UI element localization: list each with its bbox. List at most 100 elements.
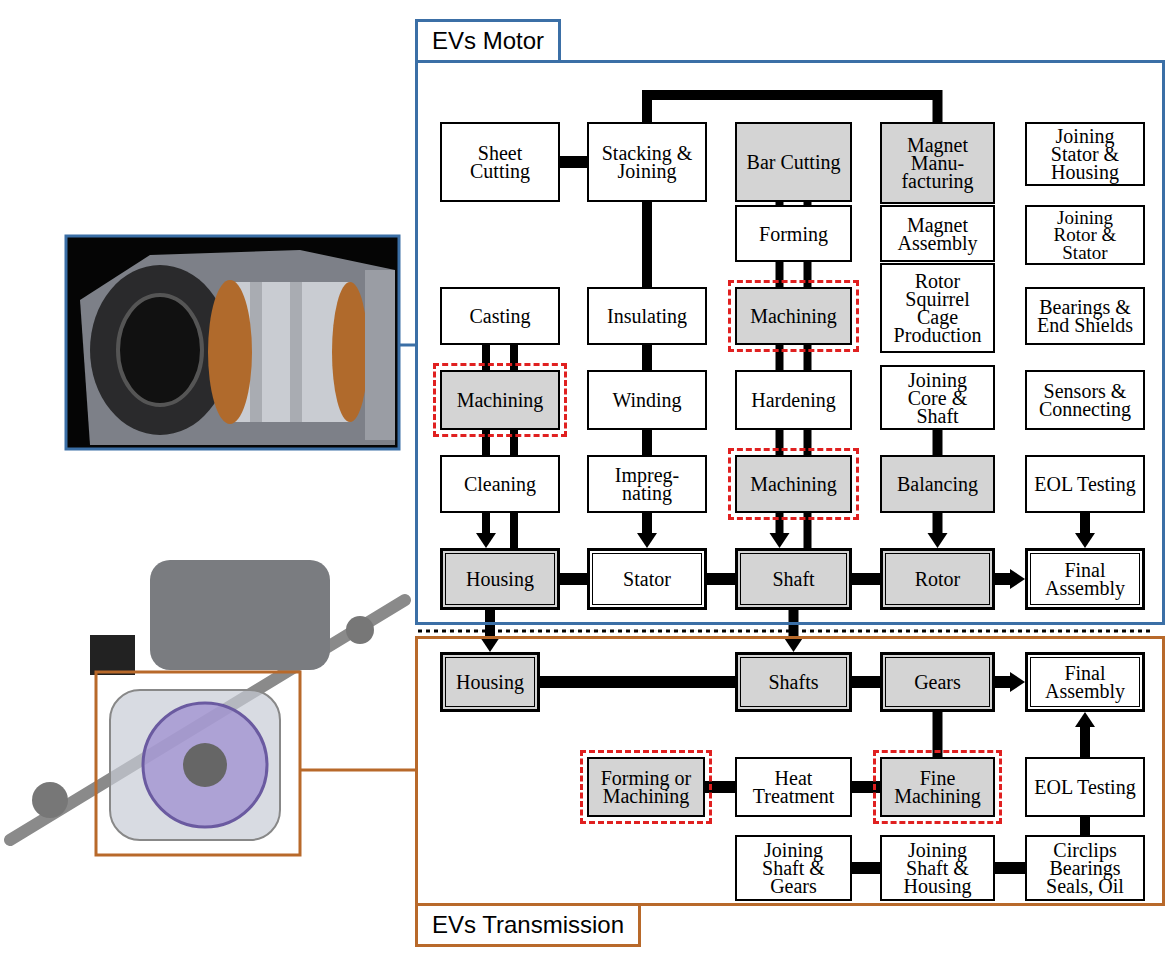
joint xyxy=(32,782,68,818)
process-box: Joining Shaft & Housing xyxy=(880,835,995,901)
process-box: Machining xyxy=(735,287,852,345)
divider-line xyxy=(418,630,1150,633)
connector xyxy=(784,610,804,652)
connector xyxy=(486,345,514,370)
connector-line xyxy=(510,430,518,455)
connector-line xyxy=(852,676,880,688)
process-box: Final Assembly xyxy=(1025,652,1145,712)
transmission-picture xyxy=(10,560,405,855)
connector xyxy=(852,682,880,683)
connector xyxy=(937,430,938,455)
region-title: EVs Motor xyxy=(432,28,544,54)
region-frame: EVs TransmissionHousingShaftsGearsFinal … xyxy=(415,636,1165,906)
connector xyxy=(780,262,808,287)
process-box: Circlips Bearings Seals, Oil xyxy=(1025,835,1145,901)
step-label: Impreg- nating xyxy=(596,466,698,502)
arrow-head xyxy=(1010,672,1025,692)
step-label: Stator xyxy=(623,570,671,588)
step-label: Rotor xyxy=(915,570,961,588)
step-label: Final Assembly xyxy=(1035,664,1135,700)
connector-line xyxy=(852,573,880,585)
process-box: EOL Testing xyxy=(1025,757,1145,817)
step-label: Housing xyxy=(456,673,524,691)
process-box: Insulating xyxy=(587,287,707,345)
connector xyxy=(1075,513,1095,548)
connector xyxy=(852,787,880,788)
connector-line xyxy=(804,513,812,548)
gear-case xyxy=(110,690,280,840)
connector xyxy=(560,162,587,163)
process-box: Joining Shaft & Gears xyxy=(735,835,852,901)
connector-line xyxy=(482,345,490,370)
connector xyxy=(937,712,938,757)
leader-line xyxy=(300,769,416,772)
connector-line xyxy=(642,202,652,287)
process-box: Forming or Machining xyxy=(587,757,705,817)
connector-line xyxy=(707,573,735,585)
step-label: Joining Stator & Housing xyxy=(1034,127,1136,181)
process-box: Magnet Manu- facturing xyxy=(880,122,995,204)
process-box: Impreg- nating xyxy=(587,455,707,513)
arrow-head xyxy=(480,637,500,652)
highlight-frame xyxy=(96,672,300,855)
connector-line xyxy=(642,345,652,370)
connector xyxy=(560,579,587,580)
connector xyxy=(707,579,735,580)
region-tab: EVs Transmission xyxy=(415,903,641,947)
connector-line xyxy=(642,513,652,535)
step-label: Final Assembly xyxy=(1035,561,1135,597)
joint xyxy=(346,616,374,644)
process-box: Casting xyxy=(440,287,560,345)
connector xyxy=(995,569,1025,589)
arrow-head xyxy=(476,533,496,548)
arrow-head xyxy=(1010,569,1025,589)
connector xyxy=(705,787,735,788)
step-label: Gears xyxy=(914,673,961,691)
process-box: Rotor Squirrel Cage Production xyxy=(880,263,995,353)
connector-line xyxy=(510,513,518,548)
motor-body xyxy=(150,560,330,670)
process-box: Cleaning xyxy=(440,455,560,513)
process-box: EOL Testing xyxy=(1025,455,1145,513)
arrow-head xyxy=(1075,533,1095,548)
connector-line xyxy=(995,573,1012,585)
gear-hub xyxy=(183,743,227,787)
connector-line xyxy=(776,262,784,287)
connector xyxy=(780,430,808,455)
housing-wall xyxy=(365,270,395,440)
connector-line xyxy=(1080,513,1090,535)
process-box: Sensors & Connecting xyxy=(1025,370,1145,430)
connector-line xyxy=(647,95,938,122)
step-label: Winding xyxy=(612,391,681,409)
arrow-head xyxy=(784,637,804,652)
step-label: Joining Shaft & Gears xyxy=(744,841,843,895)
connector-line xyxy=(933,430,943,455)
connector-line xyxy=(560,573,587,585)
arrow-head xyxy=(770,533,790,548)
connector-line xyxy=(1080,725,1090,757)
gear-wheel xyxy=(143,703,267,827)
step-label: Sensors & Connecting xyxy=(1034,382,1136,418)
connector xyxy=(928,513,948,548)
step-label: Bearings & End Shields xyxy=(1034,298,1136,334)
process-box: Bar Cutting xyxy=(735,122,852,202)
step-label: Machining xyxy=(457,391,544,409)
connector xyxy=(1075,712,1095,757)
connector xyxy=(540,682,735,683)
connector-line xyxy=(804,345,812,370)
connector-line xyxy=(1080,817,1090,835)
photo-frame xyxy=(66,236,399,449)
connector xyxy=(480,610,500,652)
process-box: Machining xyxy=(440,370,560,430)
connector-line xyxy=(852,781,880,793)
step-label: Insulating xyxy=(607,307,687,325)
connector xyxy=(647,430,648,455)
connector-line xyxy=(804,262,812,287)
step-label: Balancing xyxy=(897,475,978,493)
leader-line xyxy=(400,344,416,347)
connector xyxy=(995,672,1025,692)
connector-line xyxy=(642,430,652,455)
step-label: EOL Testing xyxy=(1034,778,1135,796)
connector-line xyxy=(776,345,784,370)
